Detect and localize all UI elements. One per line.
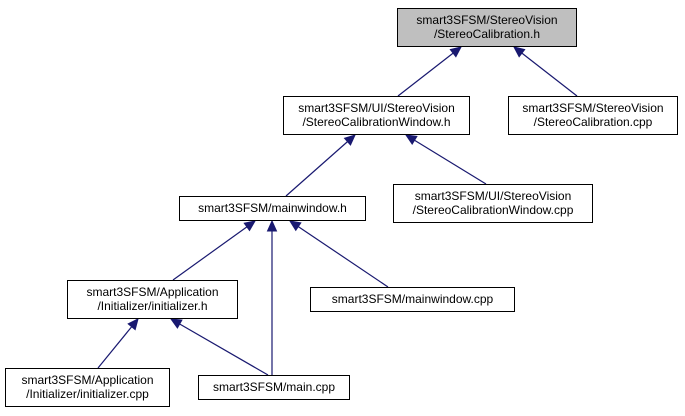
node-box — [508, 96, 678, 135]
node-stereocalibration-h[interactable]: smart3SFSM/StereoVision/StereoCalibratio… — [397, 8, 577, 47]
edge-main-cpp-to-mainwindow-h — [266, 219, 278, 375]
edge-line — [179, 323, 269, 376]
node-label-line: smart3SFSM/Application — [21, 373, 153, 387]
node-label-line: smart3SFSM/StereoVision — [416, 13, 557, 27]
node-label-line: smart3SFSM/Application — [86, 285, 218, 299]
edge-initializer-cpp-to-initializer-h — [97, 318, 139, 369]
node-box — [310, 287, 515, 312]
node-box — [393, 184, 593, 223]
node-stereocalibrationwindow-h[interactable]: smart3SFSM/UI/StereoVision/StereoCalibra… — [283, 96, 470, 135]
node-label-line: /Initializer/initializer.h — [97, 299, 207, 313]
node-initializer-cpp[interactable]: smart3SFSM/Application/Initializer/initi… — [5, 368, 170, 407]
arrowhead-icon — [127, 318, 139, 331]
node-label-line: /StereoCalibration.cpp — [534, 115, 653, 129]
arrowhead-icon — [404, 134, 418, 145]
edge-line — [397, 52, 454, 97]
node-stereocalibration-cpp[interactable]: smart3SFSM/StereoVision/StereoCalibratio… — [508, 96, 678, 135]
root-node-box — [397, 8, 577, 47]
edge-stereocalibrationwindow-cpp-to-stereocalibrationwindow-h — [404, 134, 487, 185]
edges-layer — [97, 46, 578, 376]
node-label-line: smart3SFSM/main.cpp — [213, 380, 335, 394]
node-stereocalibrationwindow-cpp[interactable]: smart3SFSM/UI/StereoVision/StereoCalibra… — [393, 184, 593, 223]
node-label-line: /Initializer/initializer.cpp — [26, 387, 149, 401]
node-box — [179, 196, 366, 221]
node-label-line: smart3SFSM/UI/StereoVision — [415, 189, 572, 203]
edge-initializer-h-to-mainwindow-h — [172, 220, 256, 281]
edge-stereocalibration-cpp-to-stereocalibration-h — [513, 46, 578, 97]
edge-line — [172, 226, 248, 281]
node-mainwindow-h[interactable]: smart3SFSM/mainwindow.h — [179, 196, 366, 221]
edge-line — [297, 226, 389, 288]
arrowhead-icon — [266, 219, 278, 232]
node-main-cpp[interactable]: smart3SFSM/main.cpp — [198, 375, 350, 400]
edge-mainwindow-h-to-stereocalibrationwindow-h — [285, 134, 356, 197]
edge-line — [521, 52, 578, 97]
node-box — [5, 368, 170, 407]
node-box — [198, 375, 350, 400]
node-box — [283, 96, 470, 135]
edge-line — [97, 326, 133, 369]
node-label-line: smart3SFSM/UI/StereoVision — [298, 101, 455, 115]
node-label-line: smart3SFSM/mainwindow.cpp — [332, 292, 494, 306]
edge-stereocalibrationwindow-h-to-stereocalibration-h — [397, 46, 462, 97]
node-initializer-h[interactable]: smart3SFSM/Application/Initializer/initi… — [67, 280, 238, 319]
node-mainwindow-cpp[interactable]: smart3SFSM/mainwindow.cpp — [310, 287, 515, 312]
nodes-layer: smart3SFSM/StereoVision/StereoCalibratio… — [5, 8, 678, 407]
arrowhead-icon — [449, 46, 462, 58]
node-label-line: /StereoCalibrationWindow.cpp — [413, 203, 574, 217]
arrowhead-icon — [288, 220, 302, 232]
edge-main-cpp-to-initializer-h — [169, 318, 269, 376]
node-label-line: /StereoCalibration.h — [434, 27, 540, 41]
edge-mainwindow-cpp-to-mainwindow-h — [288, 220, 389, 288]
node-label-line: /StereoCalibrationWindow.h — [302, 115, 450, 129]
node-box — [67, 280, 238, 319]
arrowhead-icon — [169, 318, 183, 329]
node-label-line: smart3SFSM/StereoVision — [522, 101, 663, 115]
edge-line — [285, 141, 348, 197]
arrowhead-icon — [243, 220, 256, 232]
arrowhead-icon — [513, 46, 526, 58]
arrowhead-icon — [343, 134, 356, 146]
edge-line — [414, 139, 487, 185]
node-label-line: smart3SFSM/mainwindow.h — [198, 201, 347, 215]
